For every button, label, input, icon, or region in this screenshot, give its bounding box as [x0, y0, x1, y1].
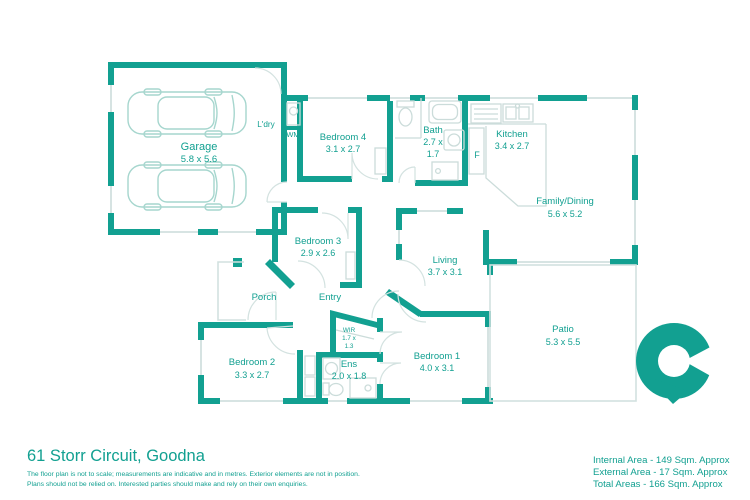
bedroom4-dims: 3.1 x 2.7: [326, 144, 361, 154]
windows: [108, 85, 638, 404]
outdoor-outlines: [217, 261, 637, 402]
brand-logo-icon: [636, 323, 716, 404]
washing-machine-icon: [286, 102, 301, 126]
disclaimer-line2: Plans should not be relied on. Intereste…: [27, 481, 308, 488]
bedroom4-label: Bedroom 4: [320, 132, 366, 143]
bedroom3-label: Bedroom 3: [295, 236, 341, 247]
ensuite-shower-icon: [349, 377, 377, 399]
living-dims: 3.7 x 3.1: [428, 267, 463, 277]
living-label: Living: [433, 255, 458, 266]
entry-label: Entry: [319, 292, 341, 303]
wir-label: WIR: [343, 327, 356, 334]
porch-label: Porch: [252, 292, 277, 303]
disclaimer-line1: The floor plan is not to scale; measurem…: [27, 471, 360, 478]
shower-icon: [431, 161, 459, 181]
external-area-text: External Area - 17 Sqm. Approx: [593, 467, 728, 478]
footer: 61 Storr Circuit, Goodna The floor plan …: [27, 447, 730, 490]
car-icon-top: [127, 88, 247, 138]
patio-dims: 5.3 x 5.5: [546, 337, 581, 347]
kitchen-bench-outline: [468, 123, 547, 207]
patio-label: Patio: [552, 324, 574, 335]
wir-dims-2: 1.3: [345, 343, 354, 350]
ens-label: Ens: [341, 359, 358, 370]
bath-sink-icon: [443, 129, 465, 151]
family-dining-label: Family/Dining: [536, 196, 594, 207]
family-dining-dims: 5.6 x 5.2: [548, 209, 583, 219]
ens-dims: 2.0 x 1.8: [332, 371, 367, 381]
wir-dims-1: 1.7 x: [342, 335, 357, 342]
room-labels: Garage 5.8 x 5.6 L'dry WM Bedroom 4 3.1 …: [181, 120, 594, 381]
car-icon-bottom: [127, 161, 247, 211]
internal-area-text: Internal Area - 149 Sqm. Approx: [593, 455, 730, 466]
kitchen-dims: 3.4 x 2.7: [495, 141, 530, 151]
ensuite-toilet-icon: [322, 382, 344, 397]
kitchen-sink-icon: [502, 103, 534, 123]
bath-label: Bath: [423, 125, 443, 136]
bedroom1-dims: 4.0 x 3.1: [420, 363, 455, 373]
bath-dims-2: 1.7: [427, 149, 440, 159]
fridge-space-outline: [468, 127, 485, 175]
toilet-icon: [395, 98, 422, 139]
garage-label: Garage: [181, 141, 218, 153]
bedroom2-dims: 3.3 x 2.7: [235, 370, 270, 380]
wm-label: WM: [286, 130, 299, 139]
total-area-text: Total Areas - 166 Sqm. Approx: [593, 479, 723, 490]
porch-outline: [217, 261, 246, 321]
fixtures: [286, 98, 547, 399]
fridge-label: F: [474, 150, 480, 160]
door-arcs: [247, 67, 427, 385]
bath-dims-1: 2.7 x: [423, 137, 443, 147]
garage-dims: 5.8 x 5.6: [181, 154, 217, 165]
patio-outline: [489, 264, 637, 402]
laundry-label: L'dry: [257, 120, 275, 129]
address-title: 61 Storr Circuit, Goodna: [27, 447, 206, 465]
bedroom2-label: Bedroom 2: [229, 357, 275, 368]
bedroom1-label: Bedroom 1: [414, 351, 460, 362]
robe-outlines: [304, 147, 387, 397]
kitchen-label: Kitchen: [496, 129, 528, 140]
bedroom3-dims: 2.9 x 2.6: [301, 248, 336, 258]
stove-icon: [470, 103, 502, 124]
ensuite-sink-icon: [322, 357, 341, 380]
bathtub-icon: [428, 100, 462, 124]
